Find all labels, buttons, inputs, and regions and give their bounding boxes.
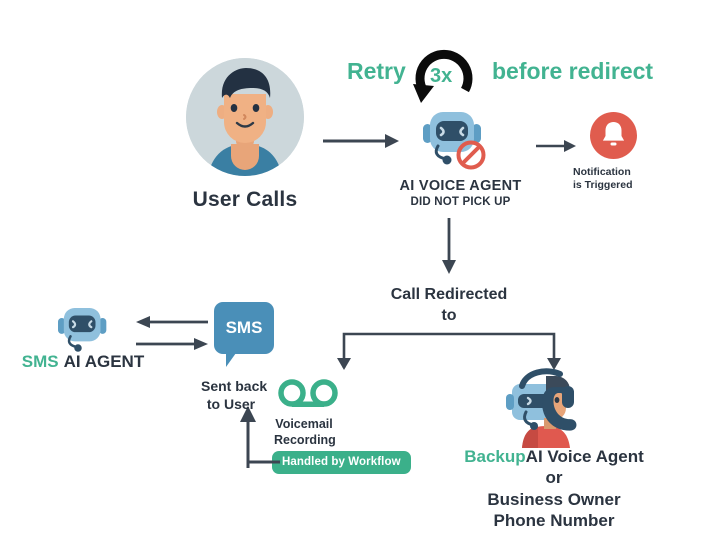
arrow-agent-to-redirect (440, 218, 458, 276)
headset-agent-icon (506, 368, 577, 448)
backup-labels: BackupAI Voice Agent or Business Owner P… (448, 446, 660, 531)
sms-agent-label: AI AGENT (63, 352, 145, 371)
backup-highlight-label: Backup (464, 447, 526, 466)
call-redirected-line-2: to (441, 306, 457, 324)
voicemail-line-2: Recording (274, 433, 336, 448)
handled-by-workflow-badge[interactable]: Handled by Workflow (272, 451, 411, 474)
arrow-agent-to-notification (536, 138, 578, 154)
backup-line-4: Phone Number (493, 510, 615, 530)
voice-agent-icon (416, 100, 490, 172)
notification-line-2: is Triggered (573, 179, 633, 192)
arrow-left-icon (136, 316, 208, 350)
voice-agent-sublabel: DID NOT PICK UP (410, 196, 511, 208)
user-calls-label: User Calls (192, 188, 298, 211)
retry-suffix-label: before redirect (492, 58, 654, 84)
notification-node: Notification is Triggered (573, 112, 637, 192)
backup-line-1: AI Voice Agent (525, 447, 644, 466)
sms-exchange-arrows (136, 316, 210, 354)
call-redirected-labels: Call Redirected to (340, 285, 558, 327)
voicemail-icon (278, 379, 338, 407)
backup-agent-icon (500, 364, 592, 448)
voice-agent-label: AI VOICE AGENT (399, 178, 522, 194)
fork-down-arrows-icon (336, 330, 562, 370)
arrow-user-to-agent (323, 132, 403, 150)
backup-line-3: Business Owner (487, 489, 621, 509)
notification-labels: Notification is Triggered (573, 166, 633, 192)
sms-caption-line-2: to User (206, 395, 256, 412)
retry-prefix-label: Retry (347, 58, 406, 84)
handled-by-workflow-label: Handled by Workflow (272, 451, 411, 474)
sms-bubble-icon: SMS (214, 302, 274, 367)
bell-icon (590, 112, 637, 159)
voice-agent-labels: AI VOICE AGENT DID NOT PICK UP (358, 178, 563, 208)
sms-agent-highlight: SMS (21, 352, 59, 371)
sms-bubble-label: SMS (225, 318, 263, 337)
no-entry-icon (456, 140, 486, 170)
voicemail-node: Voicemail Recording (274, 378, 338, 449)
retry-count-label: 3x (430, 65, 453, 87)
voicemail-labels: Voicemail Recording (274, 416, 336, 449)
robot-head-icon (423, 112, 481, 165)
user-node: User Calls (186, 58, 304, 212)
user-avatar-svg (186, 58, 304, 176)
sms-bubble-caption: Sent back to User (201, 378, 268, 413)
sms-bubble-node: SMS Sent back to User (201, 302, 274, 413)
notification-line-1: Notification (573, 166, 631, 178)
sms-agent-node (52, 298, 114, 358)
loop-arrow-icon (410, 42, 478, 106)
sms-caption-line-1: Sent back (201, 378, 268, 394)
voicemail-line-1: Voicemail (275, 417, 333, 431)
backup-line-2: or (545, 468, 563, 488)
arrow-elbow-up-icon (238, 404, 282, 470)
robot-head-icon (58, 308, 107, 352)
call-redirected-line-1: Call Redirected (390, 286, 508, 303)
user-avatar-icon (186, 58, 304, 176)
